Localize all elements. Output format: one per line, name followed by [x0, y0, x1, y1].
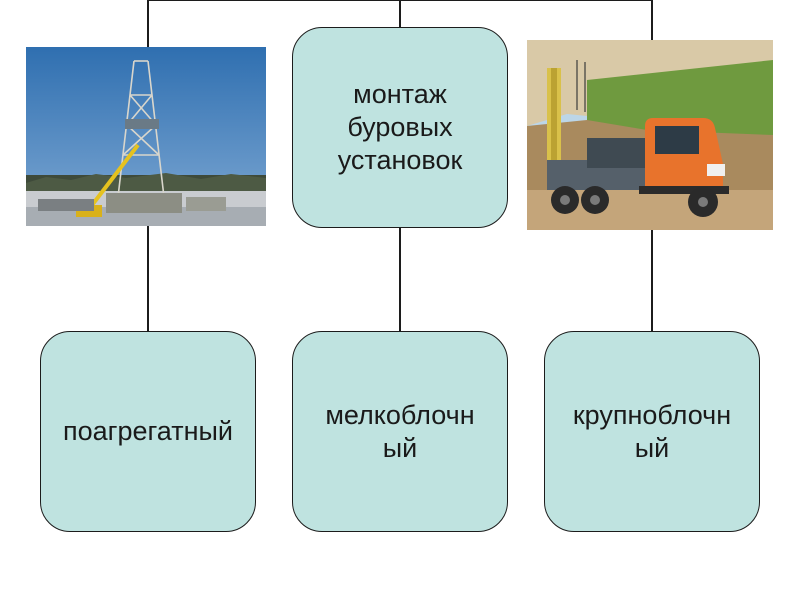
child-node-large-block: крупноблочн ый — [544, 331, 760, 532]
drilling-rig-photo — [26, 47, 266, 226]
child-node-label: крупноблочн ый — [572, 399, 732, 463]
child-node-label: мелкоблочн ый — [325, 399, 475, 463]
child-node-unit-by-unit: поагрегатный — [40, 331, 256, 532]
root-node-label: монтаж буровых установок — [337, 79, 463, 175]
child-node-label: поагрегатный — [63, 416, 233, 446]
truck-drill-photo — [527, 40, 773, 230]
child-node-small-block: мелкоблочн ый — [292, 331, 508, 532]
root-node-drilling-rig-installation: монтаж буровых установок — [292, 27, 508, 228]
